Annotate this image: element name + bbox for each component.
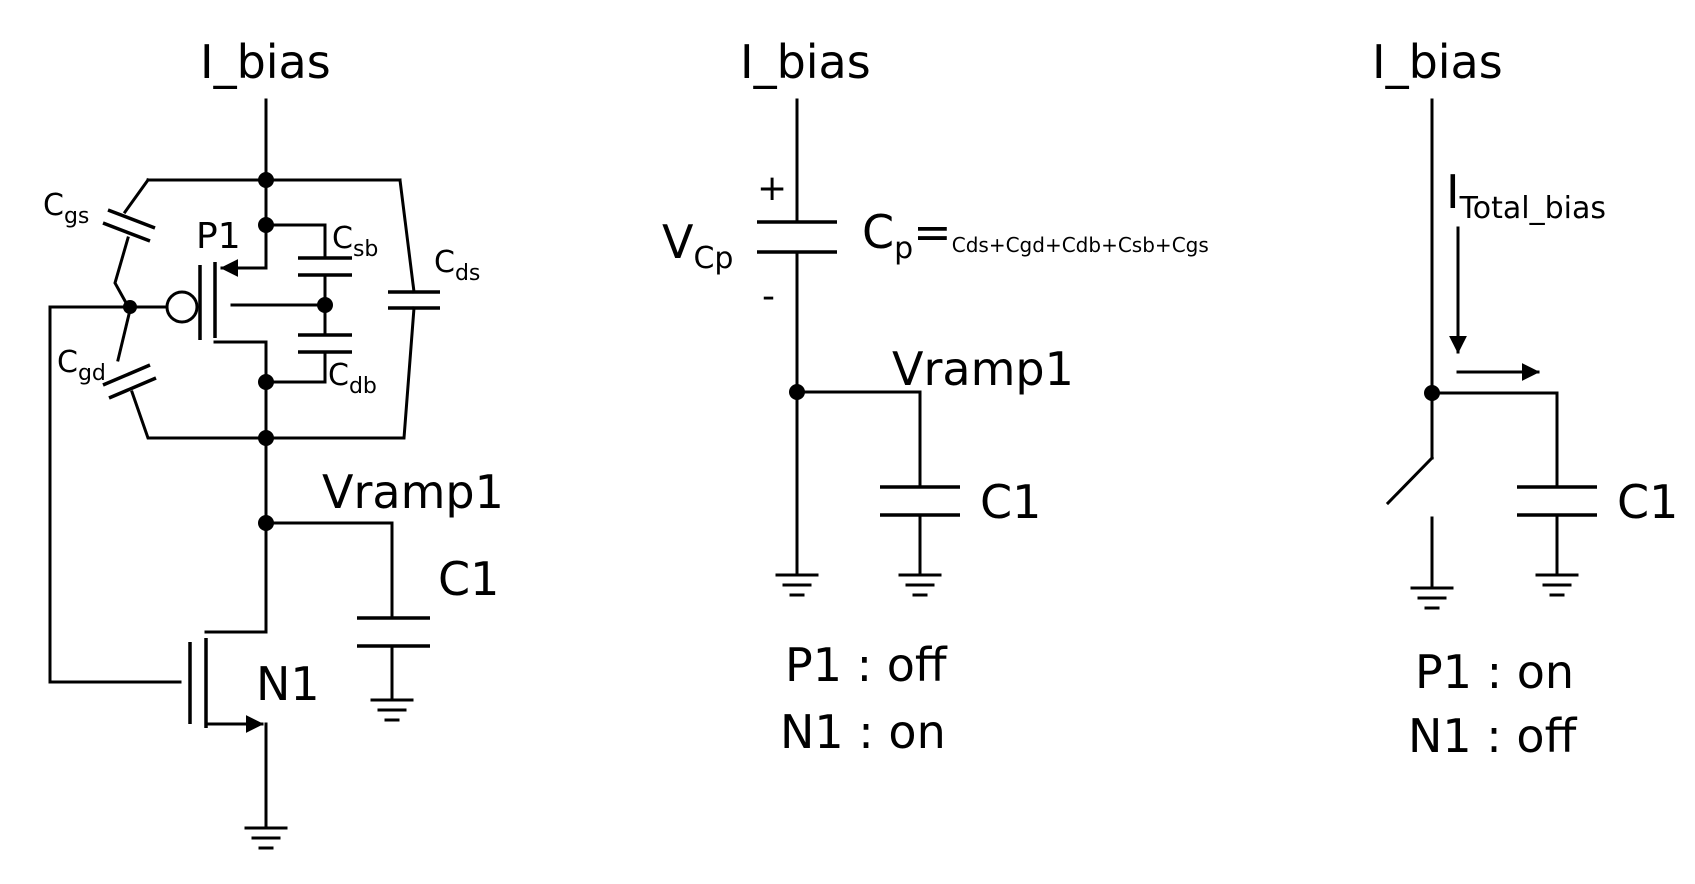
p2-c1-capacitor — [880, 485, 960, 517]
panel-1-full-circuit: I_bias P1 — [43, 35, 504, 850]
p1-node-dot-source — [258, 217, 274, 233]
p2-cp-capacitor — [757, 220, 837, 254]
p2-plus-sign: + — [757, 168, 787, 209]
p1-nmos-ground-icon — [244, 826, 288, 850]
p1-vramp-label: Vramp1 — [322, 465, 504, 519]
p3-switch-ground-icon — [1410, 586, 1454, 610]
p1-cgd-capacitor — [102, 363, 157, 400]
p1-cgs-wire-bottom — [113, 236, 133, 313]
p3-c1-ground-icon — [1535, 573, 1579, 597]
p2-minus-sign: - — [762, 276, 775, 317]
p3-c1-capacitor — [1517, 485, 1597, 517]
p3-open-switch — [1385, 455, 1435, 506]
p1-cdb-wire-bottom — [264, 350, 327, 384]
p3-ibias-label: I_bias — [1372, 35, 1503, 89]
p1-cds-wire-top — [398, 178, 416, 294]
p3-current-label: ITotal_bias — [1446, 165, 1606, 226]
p1-cds-wire-bottom — [264, 306, 416, 440]
p2-left-ground-icon — [775, 573, 819, 597]
p1-cgd-wire-top — [116, 308, 132, 362]
p1-pmos-source-arrow — [220, 223, 268, 277]
p1-ibias-label: I_bias — [200, 35, 331, 89]
p3-state-p1: P1 : on — [1415, 645, 1574, 699]
panel-2-equivalent-off: I_bias + - VCp Cp=Cds+Cgd+Cdb+Csb+Cgs Vr… — [662, 35, 1209, 759]
p1-pmos-gate-bubble — [165, 290, 199, 324]
p2-c1-wire-top — [795, 390, 922, 489]
p1-c1-ground-icon — [370, 698, 414, 722]
p2-vcp-label: VCp — [662, 215, 733, 276]
p2-ibias-label: I_bias — [740, 35, 871, 89]
p2-cp-equation: Cp=Cds+Cgd+Cdb+Csb+Cgs — [862, 205, 1209, 266]
p2-vramp-label: Vramp1 — [892, 342, 1074, 396]
p1-csb-capacitor — [298, 256, 352, 277]
p1-cgs-label: Cgs — [43, 188, 89, 229]
p1-csb-label: Csb — [332, 221, 378, 262]
p2-c1-ground-icon — [898, 573, 942, 597]
p1-cds-label: Cds — [434, 245, 480, 286]
p1-cgs-wire-top — [122, 177, 151, 215]
p1-cgs-capacitor — [102, 208, 156, 243]
p3-c1-wire-top — [1430, 391, 1559, 489]
p2-state-n1: N1 : on — [780, 705, 946, 759]
p1-nmos-label: N1 — [256, 657, 320, 711]
p1-node-dot-top — [258, 172, 274, 188]
p1-body-node-dot — [317, 297, 333, 313]
p3-c1-label: C1 — [1617, 475, 1678, 529]
p1-pmos-drain-wire — [213, 340, 268, 440]
p1-gate-feedback-wire — [48, 305, 182, 684]
p2-state-p1: P1 : off — [785, 638, 948, 692]
p1-cgd-label: Cgd — [57, 345, 106, 386]
p3-state-n1: N1 : off — [1408, 709, 1578, 763]
p1-cdb-label: Cdb — [328, 358, 377, 399]
p1-gate-node-dot — [123, 300, 137, 314]
p1-node-dot-drain — [258, 374, 274, 390]
p2-c1-label: C1 — [980, 475, 1041, 529]
p1-pmos-label: P1 — [196, 216, 241, 257]
p1-cgd-wire-bottom — [130, 390, 268, 440]
p1-c1-capacitor — [357, 616, 430, 648]
panel-3-equivalent-on: I_bias ITotal_bias C1 P1 : on N1 : off — [1372, 35, 1678, 763]
p1-cdb-capacitor — [298, 333, 352, 354]
p1-cds-capacitor — [388, 290, 440, 310]
p1-csb-wire-top — [264, 223, 327, 260]
p1-c1-label: C1 — [438, 552, 499, 606]
p1-c1-wire-top — [264, 521, 394, 620]
